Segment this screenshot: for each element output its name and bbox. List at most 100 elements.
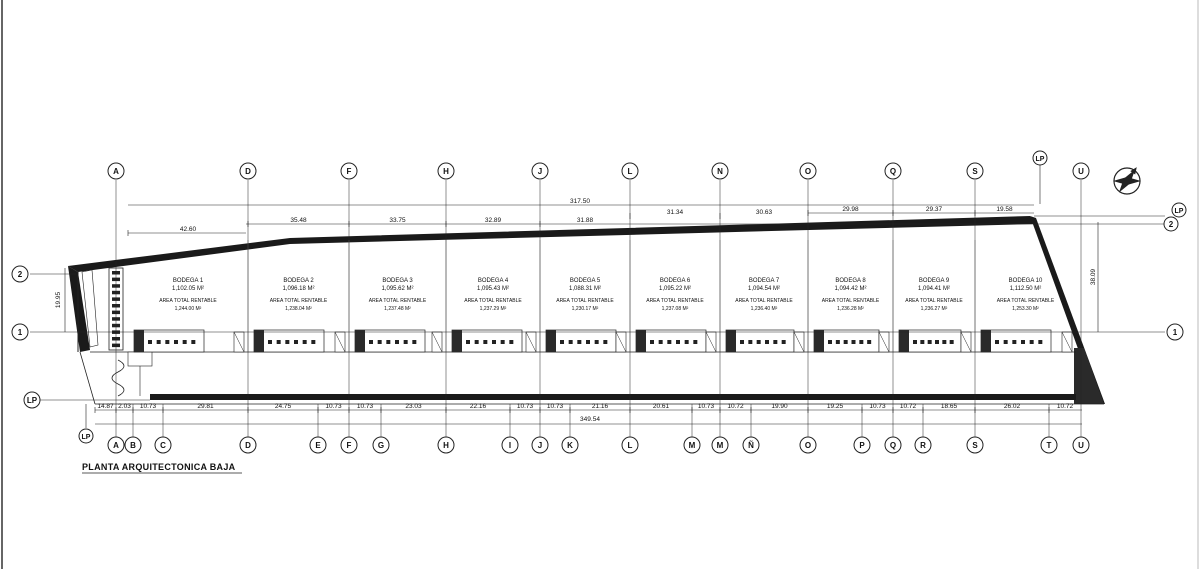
bodega-name: BODEGA 7 — [749, 278, 780, 284]
bodega-rentable: 1,236.27 M² — [921, 306, 948, 312]
axis-label-bottom: M — [689, 441, 696, 450]
office-wall — [726, 330, 736, 352]
axis-bubble-bottom — [309, 436, 327, 454]
office-wall — [814, 330, 824, 352]
bottom-dim-label: 29.81 — [197, 403, 214, 410]
axis-label-bottom: M — [717, 441, 724, 450]
bottom-dim-label: 10.72 — [727, 403, 744, 410]
office-fixture — [483, 340, 488, 344]
bottom-dim-label: 10.73 — [517, 403, 534, 410]
axis-bubble-top — [966, 162, 984, 180]
bodega-name: BODEGA 3 — [382, 278, 413, 284]
top-dim-label: 33.75 — [389, 217, 406, 224]
row-axis-lp-left — [23, 391, 41, 409]
axis-bubble-bottom — [124, 436, 142, 454]
svg-text:LP: LP — [1036, 156, 1045, 163]
office-fixture — [658, 340, 663, 344]
bay-door-swing — [615, 331, 627, 353]
bodega-name: BODEGA 6 — [660, 278, 691, 284]
bodega-rentable: 1,238.04 M² — [285, 306, 312, 312]
col-axis-lp-top — [1032, 150, 1048, 166]
top-dim-label: 32.89 — [485, 217, 502, 224]
overall-bottom-dim: 349.54 — [580, 416, 600, 423]
office-fixture — [828, 340, 832, 344]
axis-bubble-bottom — [154, 436, 172, 454]
bodega-rentable: 1,244.00 M² — [175, 306, 202, 312]
office-fixture — [294, 340, 298, 344]
top-dim-label: 29.37 — [926, 206, 943, 213]
row-axes: 2 1 1 LP LP 2 LP LP — [11, 150, 1187, 444]
axis-label-top: J — [538, 167, 542, 176]
axis-label-top: D — [245, 167, 251, 176]
row-axis-1-left — [11, 323, 29, 341]
axis-bubble-bottom — [372, 436, 390, 454]
bottom-dim-label: 20.61 — [653, 403, 670, 410]
office-fixture — [466, 340, 470, 344]
bodega-name: BODEGA 10 — [1009, 278, 1043, 284]
bottom-dim-label: 23.03 — [405, 403, 422, 410]
office-fixture — [650, 340, 654, 344]
bodega-area: 1,094.41 M² — [918, 286, 950, 292]
office-fixture — [174, 340, 178, 344]
axis-label-bottom: K — [567, 441, 573, 450]
office-wall — [899, 330, 909, 352]
axis-bubble-bottom — [799, 436, 817, 454]
axis-label-bottom: H — [443, 441, 449, 450]
bodega-rentable: 1,237.48 M² — [384, 306, 411, 312]
axis-label-bottom: U — [1078, 441, 1084, 450]
axis-label-top: A — [113, 167, 119, 176]
office-fixture — [395, 340, 399, 344]
bottom-dim-label: 10.73 — [140, 403, 157, 410]
axis-label-bottom: B — [130, 441, 136, 450]
office-fixture — [586, 340, 590, 344]
dimension-lines: 317.50 349.54 19.95 38.09 — [55, 198, 1099, 425]
office-fixture — [412, 340, 417, 344]
office-fixture — [191, 340, 196, 344]
office-fixture — [781, 340, 786, 344]
svg-text:LP: LP — [1175, 208, 1184, 215]
axis-label-top: F — [347, 167, 352, 176]
bottom-dim-label: 26.02 — [1004, 403, 1021, 410]
office-fixture — [156, 340, 161, 344]
axis-bubble-bottom — [1072, 436, 1090, 454]
axis-bubble-bottom — [853, 436, 871, 454]
bodega-name: BODEGA 4 — [478, 278, 509, 284]
office-fixture — [667, 340, 672, 344]
office-fixture — [386, 340, 391, 344]
office-fixture — [148, 340, 152, 344]
office-fixture — [676, 340, 680, 344]
bottom-dim-label: 19.25 — [827, 403, 844, 410]
axis-bubble-top — [107, 162, 125, 180]
axis-bubble-bottom — [621, 436, 639, 454]
axis-bubble-bottom — [501, 436, 519, 454]
top-dim-label: 42.60 — [180, 226, 197, 233]
office-fixture — [560, 340, 564, 344]
office-fixture — [403, 340, 408, 344]
axis-label-top: U — [1078, 167, 1084, 176]
office-fixture — [693, 340, 698, 344]
axis-label-bottom: G — [378, 441, 384, 450]
axis-label-bottom: R — [920, 441, 926, 450]
office-fixture — [509, 340, 514, 344]
office-fixture — [851, 340, 856, 344]
axis-label-bottom: D — [245, 441, 251, 450]
bodega-name: BODEGA 5 — [570, 278, 601, 284]
axis-label-bottom: C — [160, 441, 166, 450]
bodega-area: 1,088.31 M² — [569, 286, 601, 292]
office-fixture — [1012, 340, 1017, 344]
office-fixture — [474, 340, 479, 344]
office-wall — [134, 330, 144, 352]
axis-bubble-top — [531, 162, 549, 180]
axis-label-top: L — [628, 167, 633, 176]
svg-text:1: 1 — [1173, 328, 1178, 337]
office-fixture — [756, 340, 761, 344]
axis-bubble-top — [239, 162, 257, 180]
office-fixture — [1038, 340, 1043, 344]
axis-label-bottom: T — [1047, 441, 1052, 450]
office-wall — [355, 330, 365, 352]
bodega-area-label: AREA TOTAL RENTABLE — [159, 298, 217, 304]
